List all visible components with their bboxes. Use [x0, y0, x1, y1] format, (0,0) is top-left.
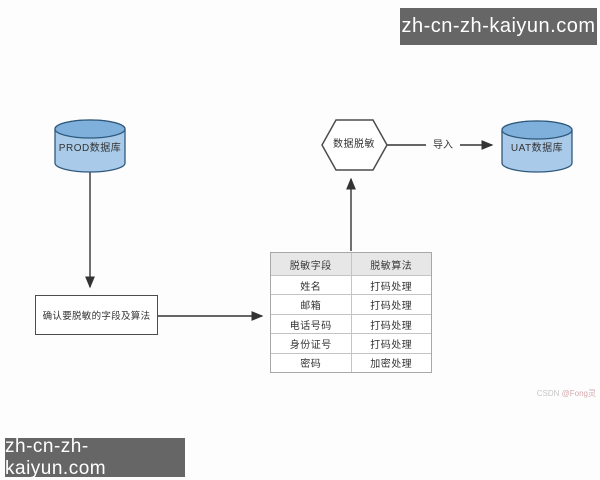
table-header-row: 脱敏字段 脱敏算法 [271, 253, 431, 275]
data-masking-hexagon [321, 119, 388, 171]
confirm-fields-label: 确认要脱敏的字段及算法 [42, 311, 151, 322]
prod-database-cylinder [54, 119, 126, 173]
table-cell-field: 密码 [300, 359, 322, 371]
watermark-top-right-text: zh-cn-zh-kaiyun.com [401, 15, 596, 37]
table-header-algorithm: 脱敏算法 [350, 253, 432, 275]
uat-database-label: UAT数据库 [510, 143, 564, 154]
table-cell-algorithm: 打码处理 [350, 276, 432, 295]
table-cell-algorithm: 打码处理 [350, 314, 432, 334]
data-masking-label: 数据脱敏 [333, 139, 375, 150]
table-cell-algorithm: 打码处理 [350, 295, 432, 314]
table-row: 电话号码 打码处理 [271, 313, 432, 334]
table-cell-field: 邮箱 [300, 301, 322, 313]
table-cell-algorithm: 打码处理 [350, 334, 432, 353]
masking-table: 脱敏字段 脱敏算法 姓名 打码处理 邮箱 打码处理 电话号码 打码处理 身份证号… [270, 252, 432, 373]
uat-database-cylinder [501, 120, 573, 173]
table-row: 密码 加密处理 [271, 352, 432, 373]
prod-database-label: PROD数据库 [58, 143, 122, 154]
confirm-fields-node: 确认要脱敏的字段及算法 [35, 295, 158, 335]
csdn-credit: CSDN @Fong灵 [510, 388, 596, 399]
table-row: 邮箱 打码处理 [271, 294, 432, 314]
table-row: 姓名 打码处理 [271, 275, 432, 295]
table-header-field: 脱敏字段 [289, 260, 332, 272]
table-row: 身份证号 打码处理 [271, 333, 432, 353]
table-cell-field: 电话号码 [289, 320, 332, 332]
watermark-bottom-left: zh-cn-zh-kaiyun.com [5, 435, 185, 479]
table-cell-algorithm: 加密处理 [350, 353, 432, 373]
csdn-credit-prefix: CSDN [536, 389, 562, 398]
csdn-credit-user: @Fong灵 [561, 389, 596, 398]
watermark-bottom-left-text: zh-cn-zh-kaiyun.com [5, 435, 107, 479]
watermark-top-right: zh-cn-zh-kaiyun.com [400, 8, 597, 45]
import-edge-label: 导入 [426, 136, 460, 151]
table-cell-field: 姓名 [300, 281, 322, 293]
table-cell-field: 身份证号 [289, 339, 332, 351]
